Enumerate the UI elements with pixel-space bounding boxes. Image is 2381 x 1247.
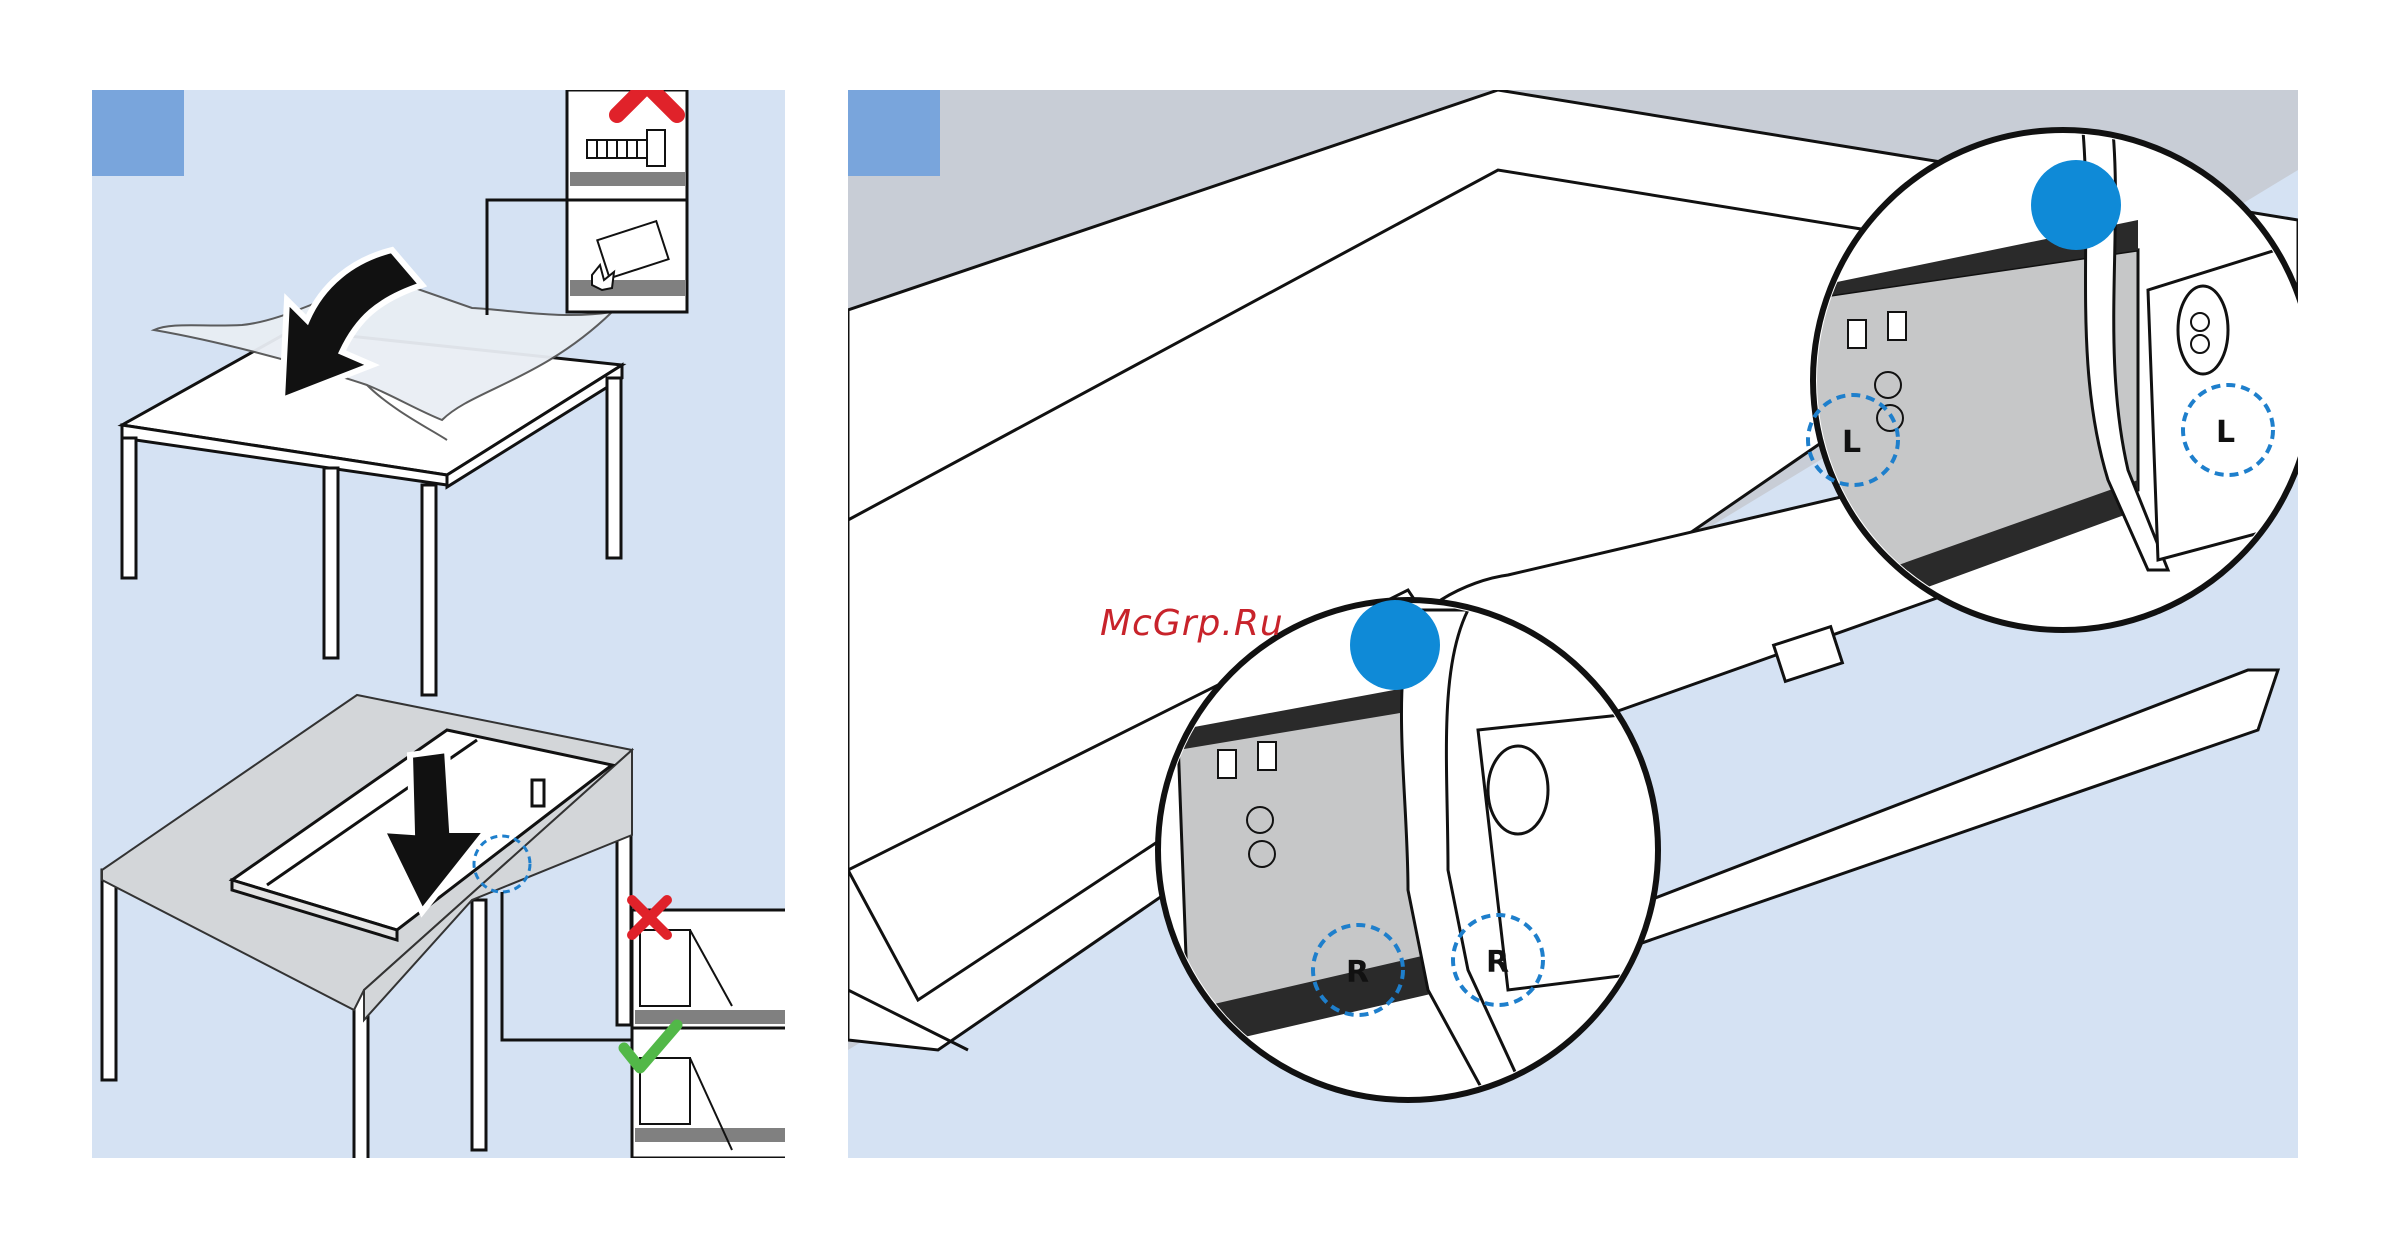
step-number-box-right: [848, 90, 940, 176]
step-panel-left: [92, 90, 785, 1158]
watermark: McGrp.Ru: [1100, 603, 1284, 644]
step-panel-right: L L R R: [848, 90, 2298, 1158]
inset-wrong-surface: [567, 90, 687, 312]
callout-right-label-inner: R: [1346, 955, 1369, 990]
table-cloth-illustration: [92, 90, 785, 1158]
callout-dot-upper: [2031, 160, 2121, 250]
callout-dot-lower: [1350, 600, 1440, 690]
callout-left-label-outer: L: [2216, 415, 2235, 450]
callout-right-label-outer: R: [1486, 945, 1509, 980]
stand-attach-illustration: L L R R: [848, 90, 2298, 1158]
callout-left-label-inner: L: [1842, 425, 1861, 460]
